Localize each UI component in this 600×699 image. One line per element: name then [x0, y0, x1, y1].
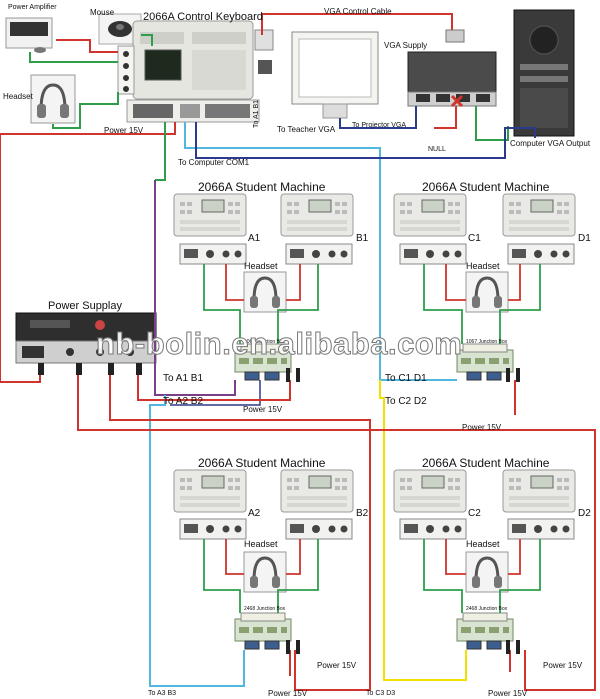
group2-to-1-label: To C1 D1 — [385, 373, 427, 384]
vga-supply-label: VGA Supply — [384, 41, 428, 50]
group-a2-b2 — [173, 469, 354, 650]
vga-cable-label: VGA Control Cable — [324, 7, 392, 16]
plug-connectors — [38, 363, 520, 654]
junction2-label: 1067 Junction Box — [466, 339, 508, 345]
group3-power2-label: Power 15V — [268, 689, 308, 698]
null-label: NULL — [428, 146, 446, 153]
group3-power-label: Power 15V — [317, 661, 357, 670]
power-amplifier-device — [5, 17, 53, 53]
power-amplifier-label: Power Amplifier — [8, 4, 57, 11]
group4-power2-label: Power 15V — [488, 689, 528, 698]
group2-left-label: C1 — [468, 233, 481, 244]
null-marker — [450, 94, 464, 108]
mouse-label: Mouse — [90, 8, 115, 17]
to-projector-vga-label: To Projector VGA — [352, 122, 407, 129]
group3-headset-label: Headset — [244, 539, 278, 549]
computer-vga-output-label: Computer VGA Output — [510, 139, 591, 148]
to-a1-b1-vertical-label: To A1 B1 — [253, 99, 260, 128]
junction1-label: 1067 Junction Box — [244, 339, 286, 345]
junction3-label: 2468 Junction Box — [244, 606, 286, 612]
group2-right-label: D1 — [578, 233, 591, 244]
junction4-label: 2468 Junction Box — [466, 606, 508, 612]
group3-left-label: A2 — [248, 508, 261, 519]
control-keyboard-title: 2066A Control Keyboard — [143, 11, 263, 23]
top-wiring — [0, 13, 536, 383]
power-top-label: Power 15V — [104, 126, 144, 135]
group1-to-1-label: To A1 B1 — [163, 373, 204, 384]
to-computer-com1-label: To Computer COM1 — [178, 158, 250, 167]
audio-jack-strip — [117, 45, 135, 95]
group4-title: 2066A Student Machine — [422, 456, 550, 470]
group4-left-label: C2 — [468, 508, 481, 519]
headset-top-label: Headset — [3, 92, 33, 101]
group1-left-label: A1 — [248, 233, 261, 244]
group3-right-label: B2 — [356, 508, 369, 519]
control-keyboard-device — [126, 20, 260, 123]
group1-to-2-label: To A2 B2 — [163, 396, 204, 407]
group4-to-1-label: To C3 D3 — [366, 690, 396, 697]
group1-headset-label: Headset — [244, 261, 278, 271]
student-wiring — [77, 180, 596, 691]
computer-tower-device — [513, 9, 575, 137]
vga-adapter-small — [254, 29, 274, 74]
group2-headset-label: Headset — [466, 261, 500, 271]
vga-supply-device — [407, 29, 497, 107]
group4-right-label: D2 — [578, 508, 591, 519]
headset-top-device — [30, 74, 76, 124]
group-c2-d2 — [393, 469, 576, 650]
group2-power-label: Power 15V — [462, 423, 502, 432]
power-supply-device — [15, 312, 157, 364]
watermark: nb-bolin.en.alibaba.com — [95, 326, 463, 362]
group4-headset-label: Headset — [466, 539, 500, 549]
group3-title: 2066A Student Machine — [198, 456, 326, 470]
group1-title: 2066A Student Machine — [198, 180, 326, 194]
group3-to-1-label: To A3 B3 — [148, 690, 177, 697]
power-supply-label: Power Supplay — [48, 300, 122, 312]
group1-right-label: B1 — [356, 233, 369, 244]
group2-title: 2066A Student Machine — [422, 180, 550, 194]
to-teacher-vga-label: To Teacher VGA — [277, 125, 336, 134]
group1-power-label: Power 15V — [243, 405, 283, 414]
monitor-device — [291, 31, 379, 119]
group2-to-2-label: To C2 D2 — [385, 396, 427, 407]
group4-power-label: Power 15V — [543, 661, 583, 670]
